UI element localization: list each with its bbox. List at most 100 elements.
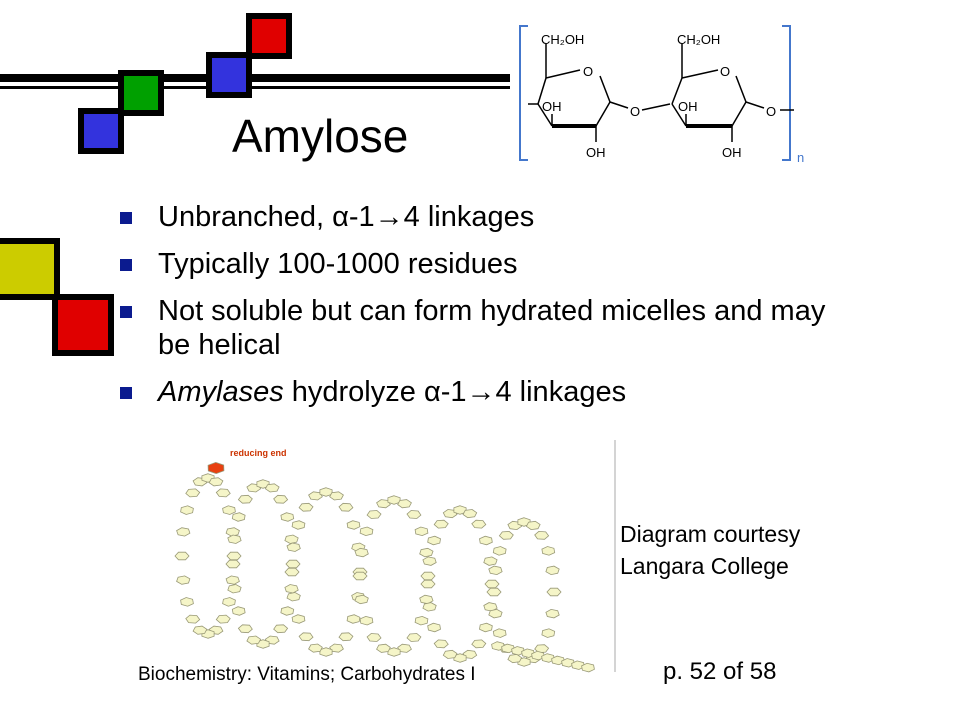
bullet-item: Typically 100-1000 residues [120,247,840,281]
glucose-residue [291,614,306,624]
glucose-residue [561,658,575,668]
bracket-right [782,25,791,161]
glucose-residue [511,646,525,656]
glucose-residue [483,556,498,566]
glucose-residue [256,479,270,489]
helix-residues [174,461,595,673]
glucose-residue [352,571,368,581]
glucose-residue [581,662,595,673]
glucose-residue [298,632,314,642]
bullet-marker [120,259,132,271]
glucose-residue [286,592,301,602]
glucose-residue [534,530,550,540]
glucose-residue [414,526,429,537]
glucose-residue [329,491,344,501]
bullet-item: Unbranched, α-1→4 linkages [120,200,840,234]
glucose-residue [545,565,560,576]
glucose-residue [284,584,299,594]
right-oh-upper: OH [678,99,698,114]
bridge-o: O [630,104,640,119]
glucose-residue [397,499,412,509]
glucose-residue [222,597,236,607]
glucose-residue [185,488,201,498]
glucose-residue [208,477,224,487]
glucose-residue [491,641,505,651]
glucose-residue [273,494,289,504]
glucose-residue [176,575,191,585]
glucose-residue [185,614,201,624]
glucose-residue [227,534,242,544]
glucose-residue [319,647,333,657]
glucose-residue [387,647,401,657]
glucose-residue [225,559,241,569]
glucose-residue [215,488,231,498]
glucose-residue [433,639,449,649]
left-ch2oh: CH₂OH [541,32,584,47]
credit-line-2: Langara College [620,553,789,579]
glucose-residue [531,650,545,661]
glucose-residue [338,502,354,512]
reducing-end-label: reducing end [230,448,287,458]
glucose-residue [359,526,374,537]
glucose-residue [359,615,374,626]
glucose-residue [517,657,531,667]
glucose-residue [215,614,231,624]
glucose-residue [273,624,289,634]
glucose-residue [427,535,441,546]
left-ring-o: O [583,64,593,79]
glucose-residue [280,606,295,616]
amylose-structure: n CH₂OH O OH OH O CH₂OH O OH OH O [519,25,804,165]
glucose-residue [227,584,242,594]
glucose-residue [176,527,191,537]
glucose-residue [484,579,500,589]
top-rule-thin [0,86,510,89]
glucose-residue [284,567,300,577]
slide-footer: Biochemistry: Vitamins; Carbohydrates I [138,664,476,685]
page-number: p. 52 of 58 [663,658,777,685]
glucose-residue [298,502,314,512]
credit-line-1: Diagram courtesy [620,521,801,547]
glucose-residue [471,519,487,529]
amylose-helix-diagram: reducing end [174,440,616,673]
right-oh-lower: OH [722,145,742,160]
deco-square-red-top [246,13,292,59]
glucose-residue [507,653,523,664]
glucose-residue [226,551,242,561]
glucose-residue [280,512,295,522]
terminal-o: O [766,104,776,119]
glucose-residue [406,510,422,519]
glucose-residue [338,632,354,642]
left-oh-lower: OH [586,145,606,160]
glucose-residue [192,625,208,635]
deco-square-green [118,70,164,116]
glucose-residue [222,505,236,515]
glucose-residue [180,505,194,515]
deco-square-yellow [0,238,60,300]
glucose-residue [541,546,556,556]
glucose-residue [180,597,194,607]
glucose-residue [541,628,556,638]
top-rule-thick [0,74,510,82]
glucose-residue [319,487,333,497]
glucose-residue [521,648,535,658]
glucose-residue [231,512,246,522]
glucose-residue [207,461,225,475]
glucose-residue [308,643,323,653]
glucose-residue [285,559,301,569]
glucose-residue [286,542,301,552]
glucose-residue [517,517,531,527]
right-ch2oh: CH₂OH [677,32,720,47]
glucose-residue [492,628,507,638]
glucose-residue [237,624,253,634]
bracket-left [519,25,528,161]
glucose-residue [498,530,514,540]
deco-square-red-left [52,294,114,356]
bullet-marker [120,212,132,224]
glucose-residue [525,520,541,531]
glucose-residue [541,653,555,663]
glucose-residue [225,575,240,585]
glucose-residue [420,579,436,589]
glucose-residue [346,520,361,530]
glucose-residue [545,608,560,619]
glucose-residue [354,594,369,605]
